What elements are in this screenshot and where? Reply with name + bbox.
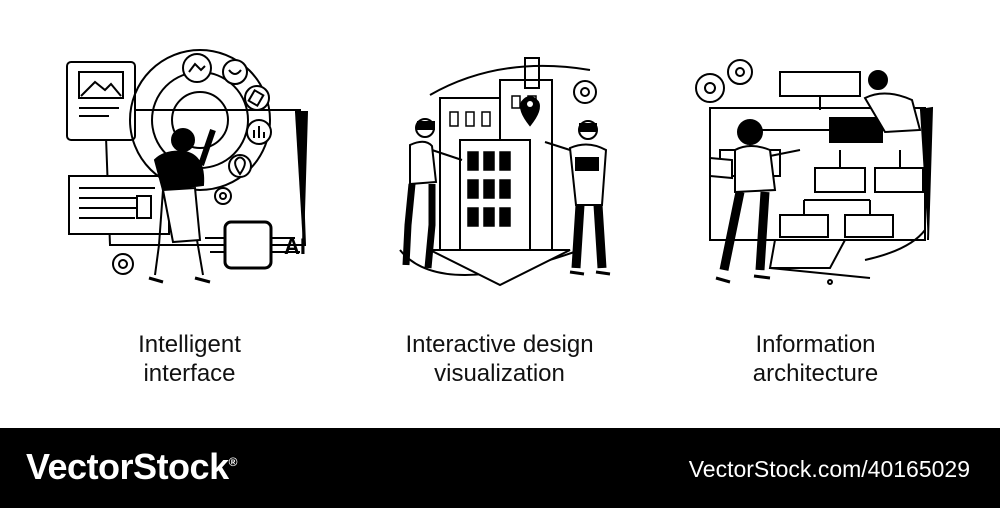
intelligent-interface-drawing bbox=[66, 49, 309, 284]
information-architecture-drawing bbox=[695, 59, 934, 285]
ai-chip-label: AI bbox=[284, 234, 306, 259]
illustration-interactive-design bbox=[370, 0, 703, 428]
caption-information-architecture: Information architecture bbox=[649, 330, 982, 388]
vectorstock-logo: VectorStock® bbox=[26, 446, 237, 488]
watermark-footer: VectorStock® VectorStock.com/40165029 bbox=[0, 428, 1000, 508]
caption-line: Interactive design bbox=[405, 331, 594, 358]
caption-line: Information bbox=[755, 331, 876, 358]
caption-interactive-design: Interactive design visualization bbox=[333, 330, 666, 388]
brand-name: VectorStock bbox=[26, 446, 229, 487]
image-reference: VectorStock.com/40165029 bbox=[688, 456, 970, 482]
caption-line: interface bbox=[143, 360, 236, 387]
caption-line: Intelligent bbox=[138, 331, 241, 358]
illustration-intelligent-interface: AI bbox=[45, 0, 378, 428]
caption-line: visualization bbox=[434, 360, 565, 387]
illustration-information-architecture bbox=[680, 0, 1000, 428]
caption-line: architecture bbox=[752, 360, 879, 387]
registered-mark: ® bbox=[228, 455, 238, 469]
interactive-design-drawing bbox=[399, 57, 611, 287]
caption-intelligent-interface: Intelligent interface bbox=[23, 330, 356, 388]
